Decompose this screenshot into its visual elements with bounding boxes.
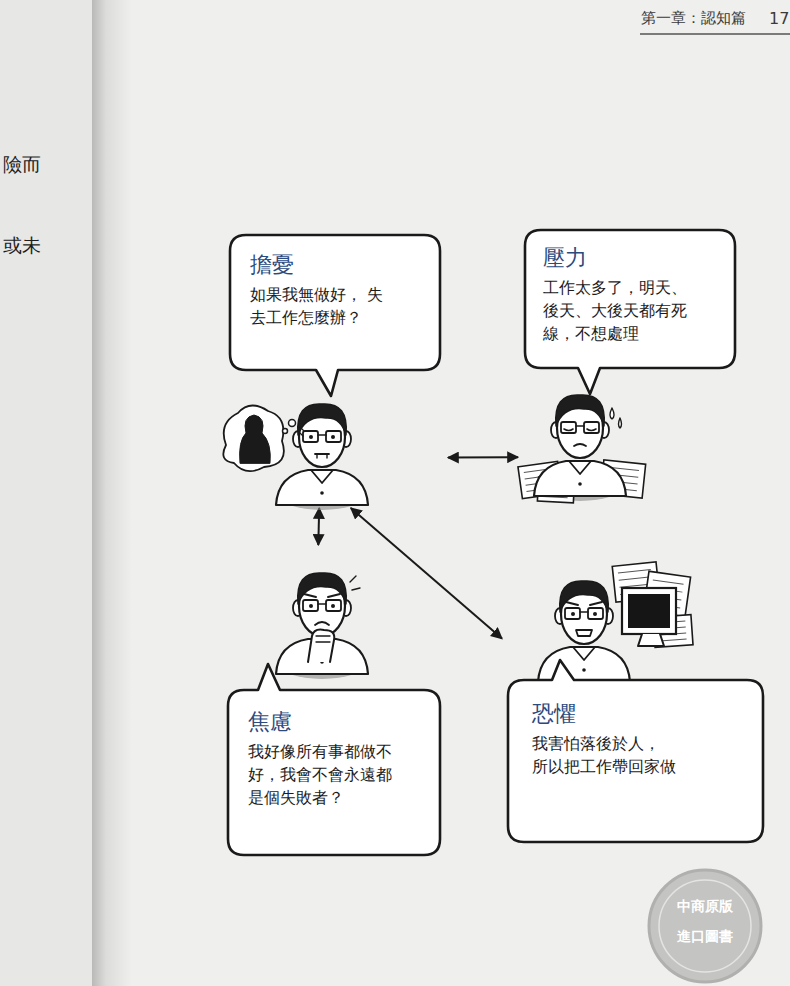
paper-line [619,577,652,580]
page-number: 17 [769,9,789,28]
brow [590,602,602,605]
thought-cloud [223,405,284,471]
eye [309,604,313,608]
speech-bubble [508,660,763,842]
thought-dot [283,429,288,434]
monitor [622,588,676,634]
sweat-drop [619,418,622,428]
shirt [276,470,368,505]
collar [311,470,333,483]
collar [569,461,591,474]
bubble-body: 如果我無做好， 失去工作怎麼辦？ [250,283,384,329]
glasses [326,600,341,611]
glasses [561,422,576,433]
button [320,491,324,495]
bubble-text: 恐懼我害怕落後於人， 所以把工作帶回家做 [532,700,681,778]
paper-line [618,570,651,573]
thought-dot [289,420,296,427]
monitor-stand [638,634,664,646]
figure [223,404,368,510]
fingers [316,636,330,642]
bubble-heading: 壓力 [543,244,692,272]
speech-bubble [228,664,440,855]
left-page-text: 險而 [3,152,41,178]
glasses [588,608,603,619]
header-rule [640,33,790,35]
speech-bubble [230,235,440,396]
collar [573,647,595,660]
bubble-text: 擔憂如果我無做好， 失去工作怎麼辦？ [250,251,384,329]
closed-eye [587,429,596,431]
mouth [574,444,586,446]
speech-bubble-figure: 擔憂如果我無做好， 失去工作怎麼辦？ [222,228,448,508]
bubble-text: 壓力工作太多了，明天、 後天、大後天都有死 線，不想處理 [543,244,692,345]
brow [328,594,340,597]
hand [308,630,334,662]
glasses [584,422,599,433]
watermark-stamp [649,870,761,982]
bubble-heading: 擔憂 [250,251,384,279]
teeth [317,454,327,458]
brow [304,594,316,597]
shirt [538,647,630,682]
watermark-text: 進口圖書 [677,928,733,946]
double-arrow [351,508,502,639]
closed-eye [564,429,573,431]
tension-marks [350,576,360,590]
bubble-illustration [502,548,770,850]
bubble-body: 工作太多了，明天、 後天、大後天都有死 線，不想處理 [543,276,692,346]
shirt [534,461,626,496]
double-arrow [317,508,320,545]
eye [331,435,335,439]
eye [593,612,597,616]
bubble-body: 我害怕落後於人， 所以把工作帶回家做 [532,732,681,778]
glasses-bridge [576,425,584,427]
bubble-heading: 恐懼 [532,700,681,728]
eye [309,435,313,439]
button [578,482,582,486]
glasses [303,431,318,442]
button [582,668,586,672]
paper-line [660,639,687,641]
glasses-bridge [318,603,326,605]
speech-bubble-figure: 焦慮我好像所有事都做不 好，我會不會永遠都 是個失敗者？ [222,545,446,863]
bubble-illustration [222,545,446,863]
worry-lines [300,427,304,436]
bubble-text: 焦慮我好像所有事都做不 好，我會不會永遠都 是個失敗者？ [248,708,397,809]
dark-silhouette [240,415,271,463]
gutter-shadow [92,0,132,986]
bubble-heading: 焦慮 [248,708,397,736]
brow [566,602,578,605]
watermark-ring [659,880,751,972]
left-page-text: 或未 [3,233,41,259]
watermark-text: 中商原版 [677,898,733,916]
bubble-body: 我好像所有事都做不 好，我會不會永遠都 是個失敗者？ [248,740,397,810]
chapter-header: 第一章：認知篇 [641,9,746,28]
speech-bubble-figure: 恐懼我害怕落後於人， 所以把工作帶回家做 [502,548,770,850]
figure [518,395,646,503]
glasses-bridge [580,611,588,613]
sweat-drop [610,408,614,419]
speech-bubble-figure: 壓力工作太多了，明天、 後天、大後天都有死 線，不想處理 [518,222,742,516]
mouth [576,630,592,636]
eye [331,604,335,608]
left-page [0,0,92,986]
monitor-screen [628,594,670,628]
frown [315,622,329,625]
eye [571,612,575,616]
speech-bubble [525,230,735,394]
paper-line [653,580,684,584]
figure [276,573,368,679]
glasses [303,600,318,611]
glasses-bridge [318,434,326,436]
double-arrow [448,456,518,458]
glasses [326,431,341,442]
glasses [565,608,580,619]
